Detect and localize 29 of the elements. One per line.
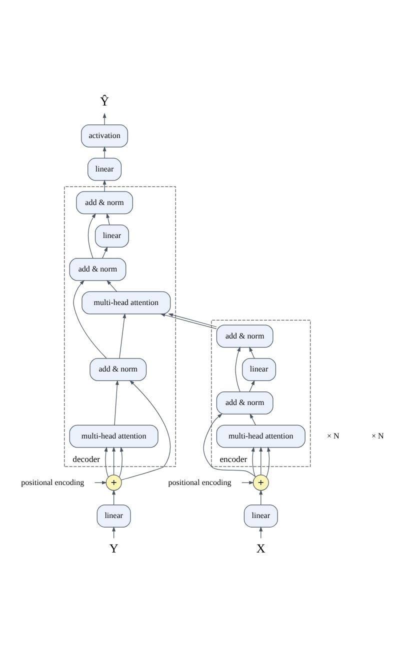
arrow	[160, 312, 217, 329]
arrow	[259, 446, 263, 475]
arrow	[250, 412, 256, 425]
arrow	[235, 346, 240, 392]
arrow	[119, 446, 124, 477]
arrow	[104, 446, 109, 477]
arrow	[251, 446, 256, 477]
arrow	[203, 413, 256, 477]
node-text: Ŷ	[100, 94, 110, 108]
arrow	[112, 489, 116, 505]
node-text: X	[256, 540, 266, 555]
arrow	[112, 446, 116, 475]
arrow	[106, 212, 110, 225]
arrow	[102, 179, 106, 192]
arrow	[106, 280, 118, 292]
arrow	[73, 279, 107, 358]
arrow	[102, 112, 106, 125]
arrow	[88, 212, 96, 258]
arrow	[249, 346, 255, 358]
arrow	[168, 312, 217, 327]
arrow	[266, 446, 270, 477]
arrow	[249, 379, 255, 392]
arrow	[259, 489, 263, 505]
arrow	[120, 380, 171, 480]
arrow	[114, 379, 119, 425]
arrow	[102, 246, 108, 258]
arrow	[119, 312, 126, 358]
node-text: Y	[109, 540, 118, 555]
arrow	[102, 146, 106, 158]
